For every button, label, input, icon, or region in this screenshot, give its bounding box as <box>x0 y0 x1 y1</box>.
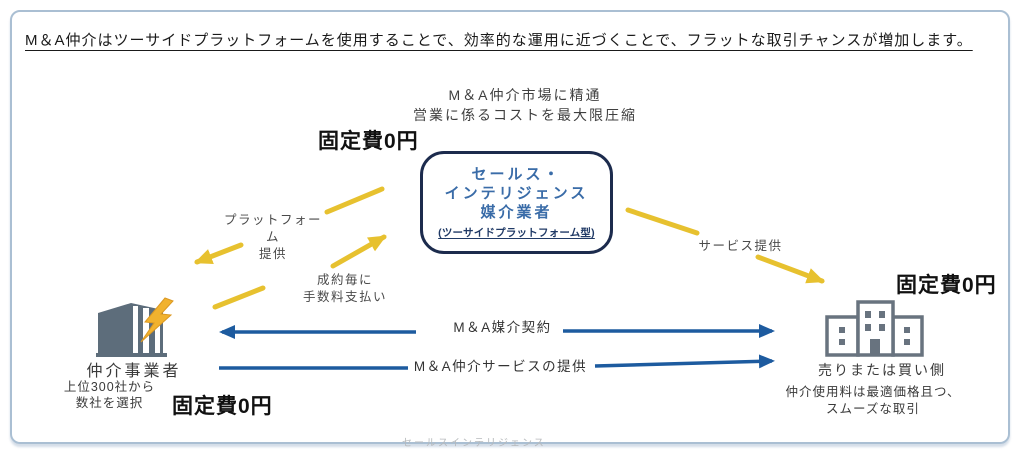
fixed-cost-right-label: 固定費0円 <box>896 274 997 297</box>
fixed-cost-left-label: 固定費0円 <box>172 395 273 418</box>
service-provide-arrow <box>625 207 825 284</box>
right-entity-note: 仲介使用料は最適価格且つ、 スムーズな取引 <box>785 385 961 416</box>
intermediary-building-icon <box>95 296 175 360</box>
fee-per-deal-label: 成約毎に 手数料支払い <box>302 273 387 304</box>
platform-box-line1: セールス・ <box>471 166 562 183</box>
platform-box-line2: インテリジェンス <box>444 185 589 202</box>
buyer-seller-building-icon <box>823 298 927 358</box>
left-entity-name: 仲介事業者 <box>86 363 182 380</box>
mediation-contract-arrow <box>219 324 775 339</box>
platform-box: セールス・ インテリジェンス 媒介業者 (ツーサイドプラットフォーム型) <box>420 151 613 254</box>
watermark: セールスインテリジェンス <box>402 438 546 449</box>
platform-box-line3: 媒介業者 <box>480 204 553 221</box>
platform-note-line2: 営業に係るコストを最大限圧縮 <box>413 107 637 123</box>
service-provide-label: サービス提供 <box>698 239 783 253</box>
platform-provide-label: プラットフォーム 提供 <box>223 213 322 261</box>
fee-per-deal-arrow <box>212 234 387 310</box>
left-entity-note: 上位300社から 数社を選択 <box>63 380 156 410</box>
page-title: M＆A仲介はツーサイドプラットフォームを使用することで、効率的な運用に近づくこと… <box>25 32 973 49</box>
lightning-bolt-icon <box>140 297 174 343</box>
platform-note-line1: M＆A仲介市場に精通 <box>448 87 602 103</box>
fixed-cost-platform-label: 固定費0円 <box>318 130 419 153</box>
platform-provide-arrow <box>194 186 385 265</box>
mediation-contract-label: M＆A媒介契約 <box>453 320 552 335</box>
right-entity-name: 売りまたは買い側 <box>818 362 946 378</box>
outer-frame <box>10 10 1010 444</box>
intermediary-service-arrow <box>219 354 775 370</box>
platform-box-subtitle: (ツーサイドプラットフォーム型) <box>438 227 595 239</box>
intermediary-service-label: M＆A仲介サービスの提供 <box>413 359 588 374</box>
platform-note: M＆A仲介市場に精通 営業に係るコストを最大限圧縮 <box>375 85 675 125</box>
